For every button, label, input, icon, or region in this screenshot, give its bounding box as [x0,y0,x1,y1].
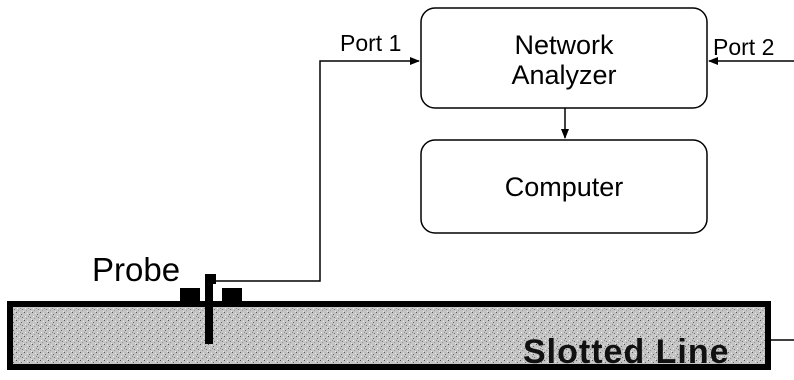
slotted-line-body [7,301,771,370]
probe-stem [205,284,213,344]
slotted-line-label: Slotted Line [523,333,730,371]
network-analyzer-box [420,7,708,109]
probe-label: Probe [92,251,181,288]
probe-tip-top [205,274,216,284]
port1-label: Port 1 [340,30,402,56]
computer-box [420,139,708,234]
network-analyzer-label-line1: Network [514,30,614,60]
network-analyzer-label-line2: Analyzer [511,60,617,90]
probe-carriage-right [222,288,242,304]
probe-carriage-left [180,288,200,304]
port1-cable [212,57,420,282]
port2-label: Port 2 [713,34,775,60]
computer-label: Computer [504,172,624,202]
